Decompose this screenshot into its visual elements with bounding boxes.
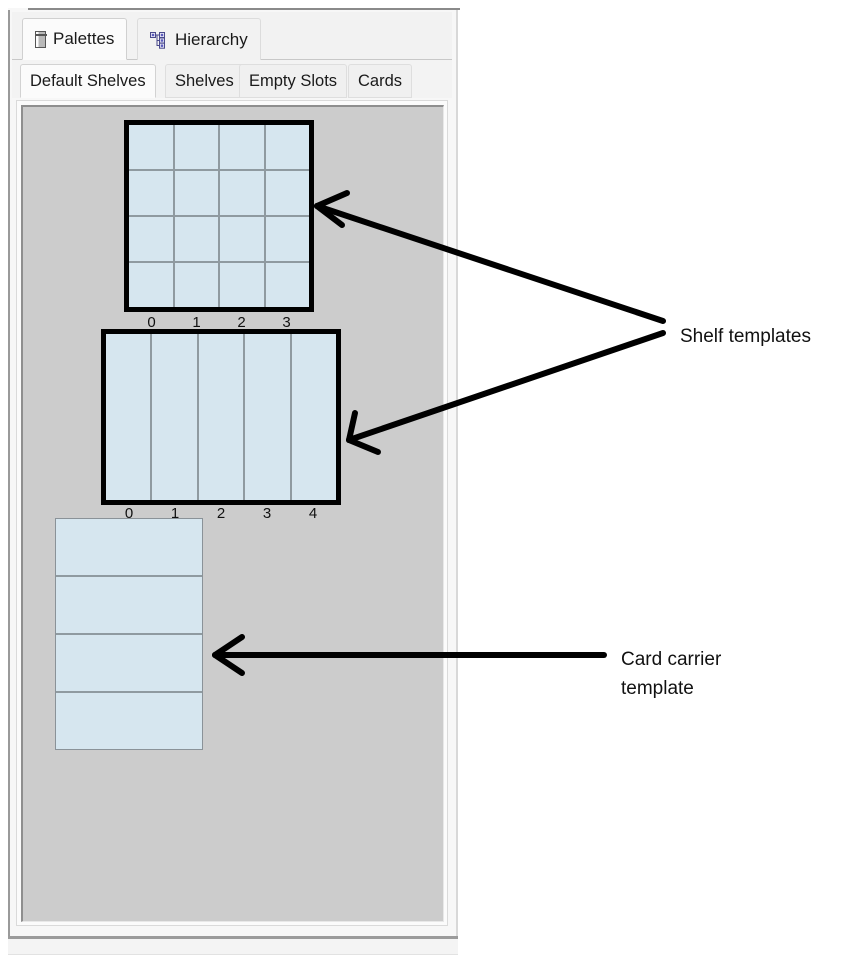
tab-default-shelves-label: Default Shelves	[30, 71, 146, 90]
tab-empty-slots-label: Empty Slots	[249, 71, 338, 90]
tab-default-shelves[interactable]: Default Shelves	[20, 64, 156, 98]
slot-cell[interactable]	[56, 577, 202, 633]
slot-cell[interactable]	[265, 217, 309, 261]
slot-cell[interactable]	[56, 635, 202, 691]
column-label: 3	[262, 505, 272, 522]
column-label: 0	[147, 314, 156, 331]
tab-cards[interactable]: Cards	[348, 64, 413, 98]
column-label: 1	[192, 314, 201, 331]
tab-hierarchy-label: Hierarchy	[175, 29, 248, 49]
slot-cell[interactable]	[174, 125, 218, 169]
tab-shelves[interactable]: Shelves	[165, 64, 244, 98]
panel-splitter[interactable]	[8, 936, 458, 939]
palette-canvas-outer: 0 1 2 3 0 1 2 3 4	[16, 100, 448, 926]
slot-cell[interactable]	[174, 263, 218, 307]
panel-bottom-bar	[8, 939, 458, 955]
tab-shelves-label: Shelves	[175, 71, 234, 90]
primary-tab-strip: Palettes Hierarchy	[12, 12, 452, 60]
slot-cell[interactable]	[265, 125, 309, 169]
shelf-templates-callout-label: Shelf templates	[680, 326, 811, 347]
window-left-border	[8, 10, 10, 936]
shelf-template-5x1[interactable]	[101, 329, 341, 505]
slot-cell[interactable]	[174, 217, 218, 261]
column-label: 1	[170, 505, 180, 522]
tab-palettes-label: Palettes	[53, 29, 115, 48]
card-carrier-template-1x4[interactable]	[55, 518, 203, 750]
slot-cell[interactable]	[174, 171, 218, 215]
slot-cell[interactable]	[129, 125, 173, 169]
slot-cell[interactable]	[56, 519, 202, 575]
shelf-template-5x1-column-labels: 0 1 2 3 4	[106, 505, 336, 522]
palette-icon	[34, 30, 47, 48]
tab-empty-slots[interactable]: Empty Slots	[239, 64, 348, 98]
slot-cell[interactable]	[220, 217, 264, 261]
column-label: 0	[124, 505, 134, 522]
column-label: 2	[216, 505, 226, 522]
card-carrier-callout-label: Card carrier template	[621, 649, 722, 699]
shelf-template-4x4[interactable]	[124, 120, 314, 312]
tab-cards-label: Cards	[358, 71, 403, 90]
slot-cell[interactable]	[265, 171, 309, 215]
slot-cell[interactable]	[220, 171, 264, 215]
palettes-window: Palettes Hierarchy	[8, 8, 460, 955]
column-label: 4	[308, 505, 318, 522]
hierarchy-icon	[150, 31, 168, 49]
slot-cell[interactable]	[129, 171, 173, 215]
shelf-template-4x4-column-labels: 0 1 2 3	[129, 314, 309, 331]
slot-cell[interactable]	[220, 125, 264, 169]
tab-palettes[interactable]: Palettes	[22, 18, 128, 60]
window-top-border	[28, 8, 460, 10]
slot-cell[interactable]	[291, 334, 336, 500]
slot-cell[interactable]	[129, 263, 173, 307]
slot-cell[interactable]	[152, 334, 197, 500]
slot-cell[interactable]	[198, 334, 244, 500]
palette-canvas[interactable]: 0 1 2 3 0 1 2 3 4	[21, 105, 444, 922]
slot-cell[interactable]	[106, 334, 151, 500]
slot-cell[interactable]	[56, 693, 202, 749]
secondary-tab-strip: Default Shelves Shelves Empty Slots Card…	[12, 60, 452, 98]
slot-cell[interactable]	[129, 217, 173, 261]
slot-cell[interactable]	[220, 263, 264, 307]
window-right-border	[456, 10, 458, 936]
column-label: 3	[282, 314, 291, 331]
slot-cell[interactable]	[265, 263, 309, 307]
column-label: 2	[237, 314, 246, 331]
tab-hierarchy[interactable]: Hierarchy	[137, 18, 261, 60]
slot-cell[interactable]	[245, 334, 290, 500]
